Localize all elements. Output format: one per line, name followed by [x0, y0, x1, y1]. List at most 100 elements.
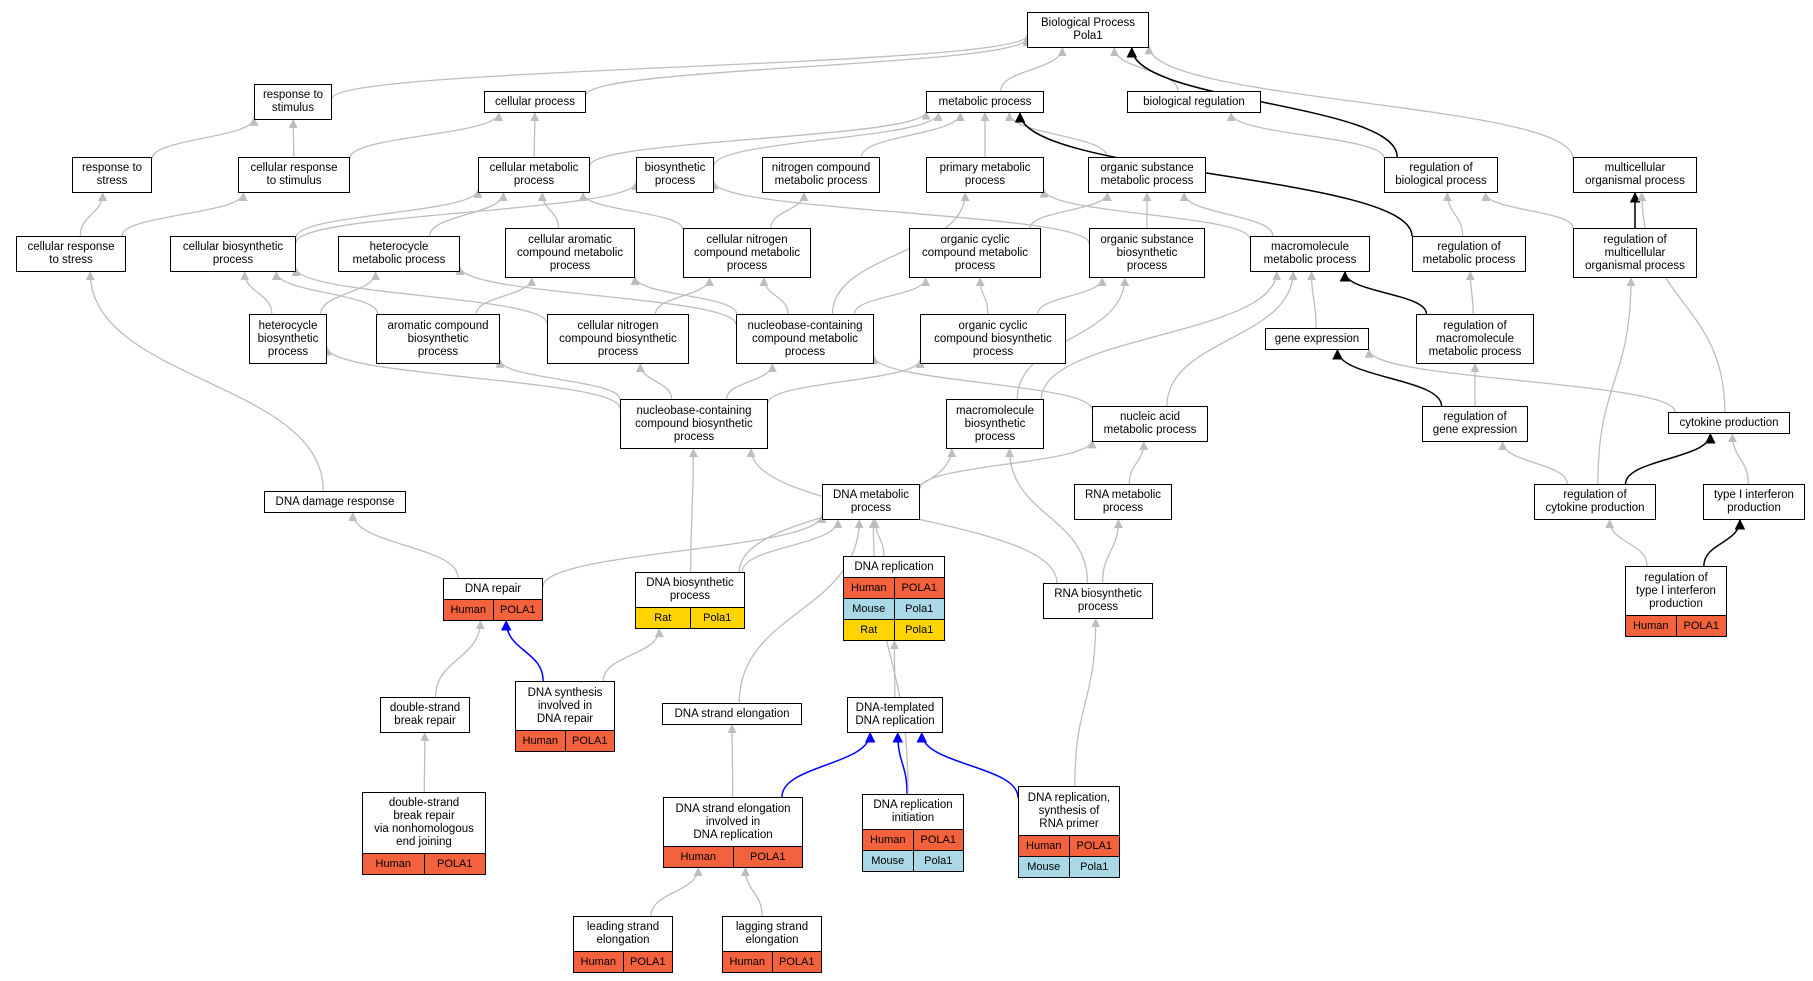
- node-arom-biosynth[interactable]: aromatic compound biosynthetic process: [376, 314, 500, 364]
- node-rna-metab[interactable]: RNA metabolic process: [1074, 484, 1172, 520]
- node-org-sub-metab[interactable]: organic substance metabolic process: [1088, 157, 1206, 193]
- node-hetero-biosynth[interactable]: heterocycle biosynthetic process: [249, 314, 327, 364]
- edge-cell-resp-stim-to-cell-proc: [349, 112, 504, 159]
- node-org-sub-biosynth[interactable]: organic substance biosynthetic process: [1089, 228, 1205, 278]
- node-reg-multi[interactable]: regulation of multicellular organismal p…: [1573, 228, 1697, 278]
- edge-hetero-biosynth-to-hetero-metab: [319, 271, 381, 315]
- node-label: DNA replication: [854, 560, 934, 573]
- edge-nucbase-metab-to-hetero-metab: [455, 265, 737, 325]
- node-dna-strand-elong[interactable]: DNA strand elongation: [662, 703, 802, 725]
- edge-macro-metab-to-org-sub-metab: [1179, 192, 1274, 237]
- node-label: organic substance biosynthetic process: [1100, 233, 1194, 272]
- node-cell-arom[interactable]: cellular aromatic compound metabolic pro…: [505, 228, 635, 278]
- edge-elong-repl-to-dna-templ-repl: [781, 731, 876, 798]
- node-label: leading strand elongation: [586, 921, 660, 946]
- node-nucbase-biosynth[interactable]: nucleobase-containing compound biosynthe…: [620, 399, 768, 449]
- node-label: nitrogen compound metabolic process: [771, 162, 871, 187]
- node-elong-repl[interactable]: DNA strand elongation involved in DNA re…: [663, 797, 803, 868]
- node-type1-ifn[interactable]: type I interferon production: [1703, 484, 1805, 520]
- node-nucbase-metab[interactable]: nucleobase-containing compound metabolic…: [736, 314, 874, 364]
- node-metab[interactable]: metabolic process: [926, 91, 1044, 113]
- edge-rna-primer-to-dna-templ-repl: [916, 731, 1019, 798]
- edge-rna-primer-to-rna-biosynth: [1074, 618, 1101, 787]
- node-label: organic substance metabolic process: [1100, 162, 1194, 187]
- node-reg-bio[interactable]: regulation of biological process: [1384, 157, 1498, 193]
- edge-org-cyc-biosynth-to-org-cyc-metab: [975, 277, 989, 315]
- edge-dna-repl-to-dna-metab: [870, 519, 885, 557]
- edge-dna-strand-elong-to-dna-metab: [738, 519, 864, 704]
- gene-symbol: POLA1: [1068, 836, 1120, 856]
- node-cell-resp-stim[interactable]: cellular response to stimulus: [238, 157, 350, 193]
- edge-nucbase-metab-to-prim-metab: [831, 192, 970, 315]
- node-dsb-repair[interactable]: double-strand break repair: [380, 697, 470, 733]
- node-macro-metab[interactable]: macromolecule metabolic process: [1250, 236, 1370, 272]
- node-reg-type1[interactable]: regulation of type I interferon producti…: [1625, 566, 1727, 637]
- node-label: DNA strand elongation: [674, 707, 790, 720]
- edge-bio-reg-to-bp: [1109, 47, 1179, 92]
- node-org-cyc-biosynth[interactable]: organic cyclic compound biosynthetic pro…: [920, 314, 1066, 364]
- node-gene-expr[interactable]: gene expression: [1265, 328, 1369, 350]
- node-prim-metab[interactable]: primary metabolic process: [926, 157, 1044, 193]
- node-reg-gene-expr[interactable]: regulation of gene expression: [1422, 406, 1528, 442]
- node-biosynth[interactable]: biosynthetic process: [636, 157, 714, 193]
- species-label: Human: [522, 735, 558, 747]
- node-cell-metab[interactable]: cellular metabolic process: [478, 157, 590, 193]
- node-resp-stim[interactable]: response to stimulus: [254, 84, 332, 120]
- node-cell-proc[interactable]: cellular process: [484, 91, 586, 113]
- edge-nucbase-biosynth-to-nucbase-metab: [725, 363, 777, 400]
- node-label: nucleobase-containing compound metabolic…: [747, 319, 863, 358]
- node-nhej[interactable]: double-strand break repair via nonhomolo…: [362, 792, 486, 875]
- node-reg-metab[interactable]: regulation of metabolic process: [1412, 236, 1526, 272]
- node-macro-biosynth[interactable]: macromolecule biosynthetic process: [946, 399, 1044, 449]
- edge-macro-biosynth-to-org-sub-biosynth: [1016, 277, 1130, 400]
- node-dna-templ-repl[interactable]: DNA-templated DNA replication: [847, 697, 943, 733]
- species-label: Human: [1633, 620, 1669, 632]
- node-cell-nitro-biosynth[interactable]: cellular nitrogen compound biosynthetic …: [547, 314, 689, 364]
- node-label: heterocycle biosynthetic process: [257, 319, 319, 358]
- node-label: organic cyclic compound metabolic proces…: [921, 233, 1029, 272]
- node-cell-resp-stress[interactable]: cellular response to stress: [16, 236, 126, 272]
- edge-reg-gene-expr-to-gene-expr: [1332, 348, 1443, 407]
- node-dna-metab[interactable]: DNA metabolic process: [822, 484, 920, 520]
- node-label: DNA damage response: [275, 495, 395, 508]
- node-cell-nitro-metab[interactable]: cellular nitrogen compound metabolic pro…: [683, 228, 811, 278]
- species-label: Human: [680, 851, 716, 863]
- node-reg-macro-metab[interactable]: regulation of macromolecule metabolic pr…: [1416, 314, 1534, 364]
- edge-org-sub-biosynth-to-biosynth: [709, 180, 1090, 244]
- node-cytokine[interactable]: cytokine production: [1668, 412, 1790, 434]
- node-resp-stress[interactable]: response to stress: [72, 157, 152, 193]
- node-nucacid-metab[interactable]: nucleic acid metabolic process: [1092, 406, 1208, 442]
- node-label: regulation of cytokine production: [1545, 489, 1645, 514]
- node-reg-cytokine[interactable]: regulation of cytokine production: [1534, 484, 1656, 520]
- node-hetero-metab[interactable]: heterocycle metabolic process: [338, 236, 460, 272]
- gene-symbol: Pola1: [893, 599, 945, 619]
- node-multi-org[interactable]: multicellular organismal process: [1573, 157, 1697, 193]
- node-rna-biosynth[interactable]: RNA biosynthetic process: [1043, 583, 1153, 619]
- node-dna-damage[interactable]: DNA damage response: [264, 491, 406, 513]
- edge-biosynth-to-metab: [713, 112, 943, 167]
- edge-dsb-repair-to-dna-repair: [434, 620, 485, 698]
- species-label: Human: [375, 858, 411, 870]
- edge-dna-repair-to-dna-damage: [348, 512, 459, 579]
- node-label: regulation of macromolecule metabolic pr…: [1428, 319, 1522, 358]
- node-cell-biosynth[interactable]: cellular biosynthetic process: [170, 236, 296, 272]
- node-nitro-metab[interactable]: nitrogen compound metabolic process: [762, 157, 880, 193]
- node-rna-primer[interactable]: DNA replication, synthesis of RNA primer…: [1018, 786, 1120, 878]
- edge-nucbase-biosynth-to-arom-biosynth: [495, 358, 621, 400]
- node-bp[interactable]: Biological Process Pola1: [1027, 12, 1149, 48]
- node-org-cyc-metab[interactable]: organic cyclic compound metabolic proces…: [909, 228, 1041, 278]
- edge-elong-repl-to-dna-strand-elong: [727, 724, 737, 798]
- edge-cell-metab-to-cell-proc: [530, 112, 540, 158]
- node-label: cellular response to stimulus: [250, 162, 338, 187]
- node-bio-reg[interactable]: biological regulation: [1127, 91, 1261, 113]
